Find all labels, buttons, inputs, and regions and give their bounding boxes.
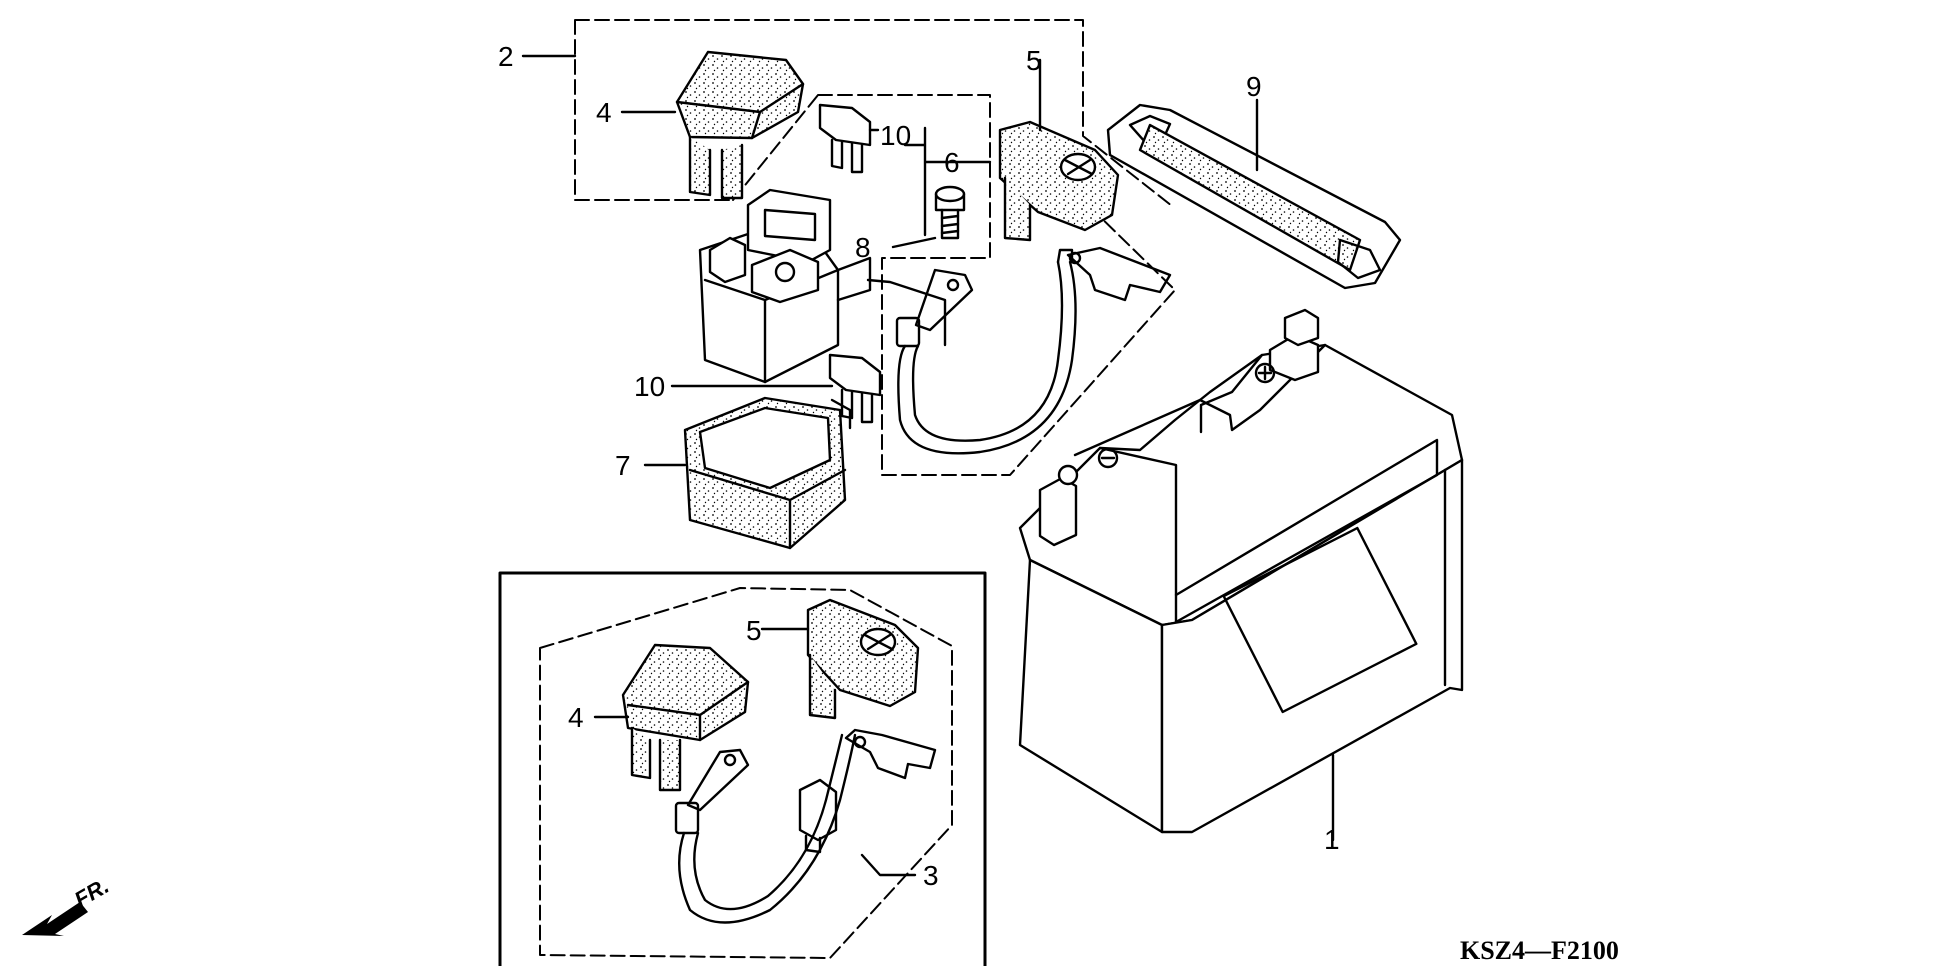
battery — [1018, 308, 1464, 834]
callout-6: 6 — [944, 147, 960, 178]
terminal-cover-plus — [998, 120, 1120, 242]
starter-relay — [698, 188, 872, 384]
callout-10-lower: 10 — [634, 371, 665, 402]
callout-5-b: 5 — [746, 615, 762, 646]
battery-band — [1106, 103, 1402, 290]
callout-4: 4 — [596, 97, 612, 128]
callout-8: 8 — [855, 232, 871, 263]
callout-1: 1 — [1324, 824, 1340, 855]
bolt — [934, 185, 966, 240]
terminal-cover-top — [675, 50, 805, 200]
fuse-lower — [828, 353, 882, 424]
terminal-cover-plus-b — [806, 598, 920, 720]
callout-10-upper: 10 — [880, 120, 911, 151]
relay-cover — [683, 396, 852, 550]
fuse-upper — [818, 103, 872, 174]
callout-5: 5 — [1026, 45, 1042, 76]
battery-cable-upper — [895, 246, 1172, 455]
callout-7: 7 — [615, 450, 631, 481]
group-box-fuses — [817, 94, 1176, 476]
terminal-cover-top-b — [621, 643, 750, 792]
battery-cable-lower — [674, 728, 937, 924]
inset-box-cable-kit — [498, 571, 987, 971]
drawing-code: KSZ4—F2100 — [1460, 936, 1619, 965]
front-arrow-icon: FR. — [22, 873, 113, 936]
callout-2: 2 — [498, 41, 514, 72]
group-box-starter-relay — [574, 19, 1173, 207]
callout-4-b: 4 — [568, 702, 584, 733]
callout-9: 9 — [1246, 71, 1262, 102]
callout-3: 3 — [923, 860, 939, 891]
